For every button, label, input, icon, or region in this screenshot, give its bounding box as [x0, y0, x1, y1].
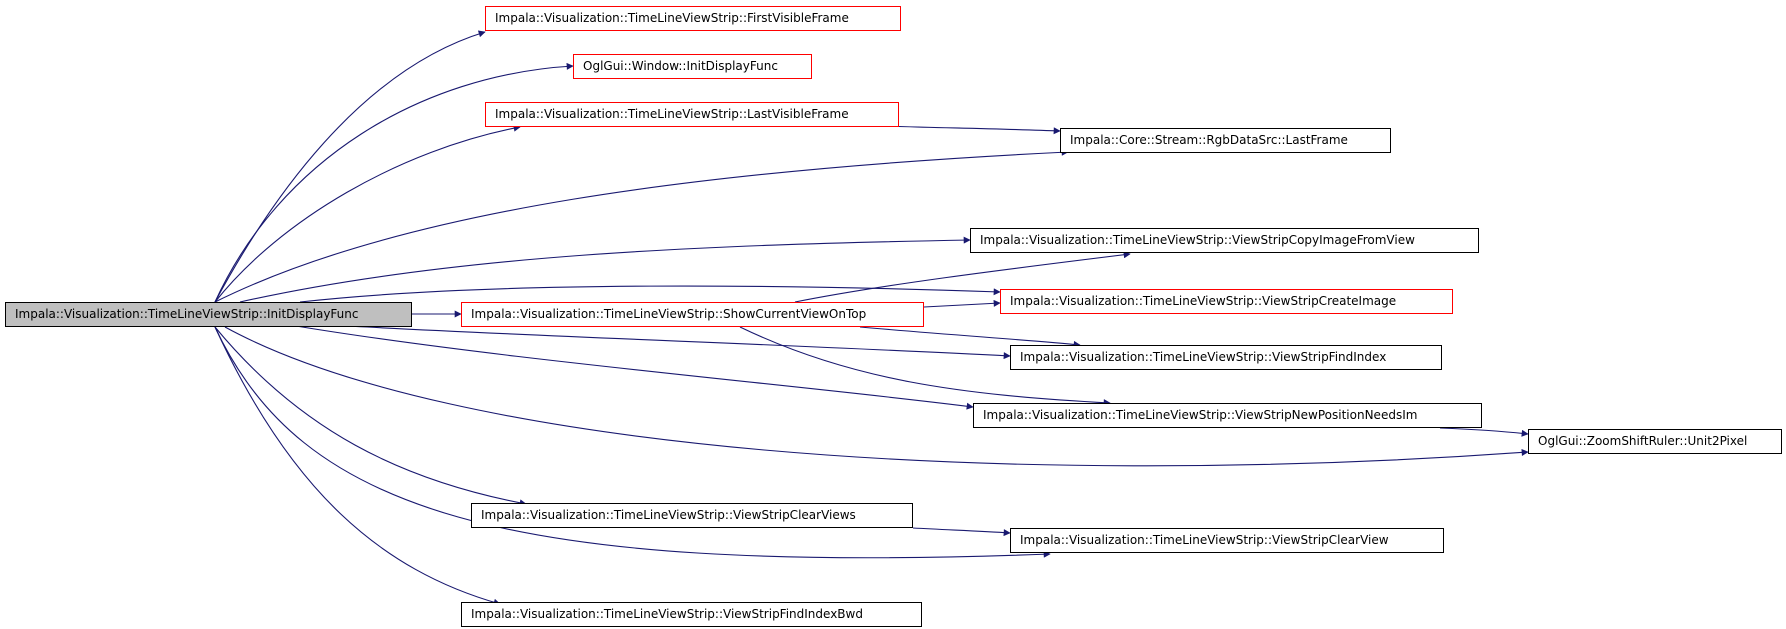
edge-root-to-rgb-data-src-last-frame — [214, 148, 1069, 303]
node-oglgui-window-init-display-func[interactable]: OglGui::Window::InitDisplayFunc — [573, 54, 812, 79]
node-root[interactable]: Impala::Visualization::TimeLineViewStrip… — [5, 302, 412, 327]
node-rgb-data-src-last-frame[interactable]: Impala::Core::Stream::RgbDataSrc::LastFr… — [1060, 128, 1391, 153]
node-show-current-view-on-top[interactable]: Impala::Visualization::TimeLineViewStrip… — [461, 302, 924, 327]
edge-show-current-view-on-top-to-view-strip-copy-image-from-view — [794, 251, 1131, 303]
node-view-strip-clear-views[interactable]: Impala::Visualization::TimeLineViewStrip… — [471, 503, 913, 528]
node-view-strip-new-position-needs-im[interactable]: Impala::Visualization::TimeLineViewStrip… — [973, 403, 1482, 428]
edge-view-strip-clear-views-to-view-strip-clear-view — [912, 527, 1011, 537]
node-zoom-shift-ruler-unit2pixel[interactable]: OglGui::ZoomShiftRuler::Unit2Pixel — [1528, 429, 1782, 454]
node-first-visible-frame[interactable]: Impala::Visualization::TimeLineViewStrip… — [485, 6, 901, 31]
node-view-strip-create-image[interactable]: Impala::Visualization::TimeLineViewStrip… — [1000, 289, 1453, 314]
node-view-strip-clear-view[interactable]: Impala::Visualization::TimeLineViewStrip… — [1010, 528, 1444, 553]
edge-last-visible-frame-to-rgb-data-src-last-frame — [879, 125, 1061, 135]
edge-root-to-view-strip-create-image — [299, 285, 1001, 303]
node-view-strip-find-index[interactable]: Impala::Visualization::TimeLineViewStrip… — [1010, 345, 1442, 370]
edge-view-strip-new-position-needs-im-to-zoom-shift-ruler-unit2pixel — [1439, 427, 1529, 437]
node-last-visible-frame[interactable]: Impala::Visualization::TimeLineViewStrip… — [485, 102, 899, 127]
edge-root-to-view-strip-new-position-needs-im — [289, 324, 974, 410]
edge-root-to-view-strip-find-index-bwd — [214, 326, 501, 606]
edge-root-to-last-visible-frame — [214, 124, 521, 303]
edge-root-to-oglgui-window-init-display-func — [214, 62, 574, 303]
edge-root-to-view-strip-clear-view — [214, 326, 1051, 559]
edge-show-current-view-on-top-to-view-strip-create-image — [923, 299, 1001, 308]
edge-show-current-view-on-top-to-view-strip-new-position-needs-im — [739, 326, 1111, 407]
edge-root-to-view-strip-clear-views — [214, 326, 527, 507]
edge-root-to-view-strip-copy-image-from-view — [239, 236, 971, 303]
edge-root-to-view-strip-find-index — [329, 324, 1011, 360]
edge-root-to-first-visible-frame — [214, 30, 486, 303]
node-view-strip-find-index-bwd[interactable]: Impala::Visualization::TimeLineViewStrip… — [461, 602, 922, 627]
edge-show-current-view-on-top-to-view-strip-find-index — [859, 326, 1081, 348]
node-view-strip-copy-image-from-view[interactable]: Impala::Visualization::TimeLineViewStrip… — [970, 228, 1479, 253]
edge-root-to-zoom-shift-ruler-unit2pixel — [224, 326, 1529, 467]
